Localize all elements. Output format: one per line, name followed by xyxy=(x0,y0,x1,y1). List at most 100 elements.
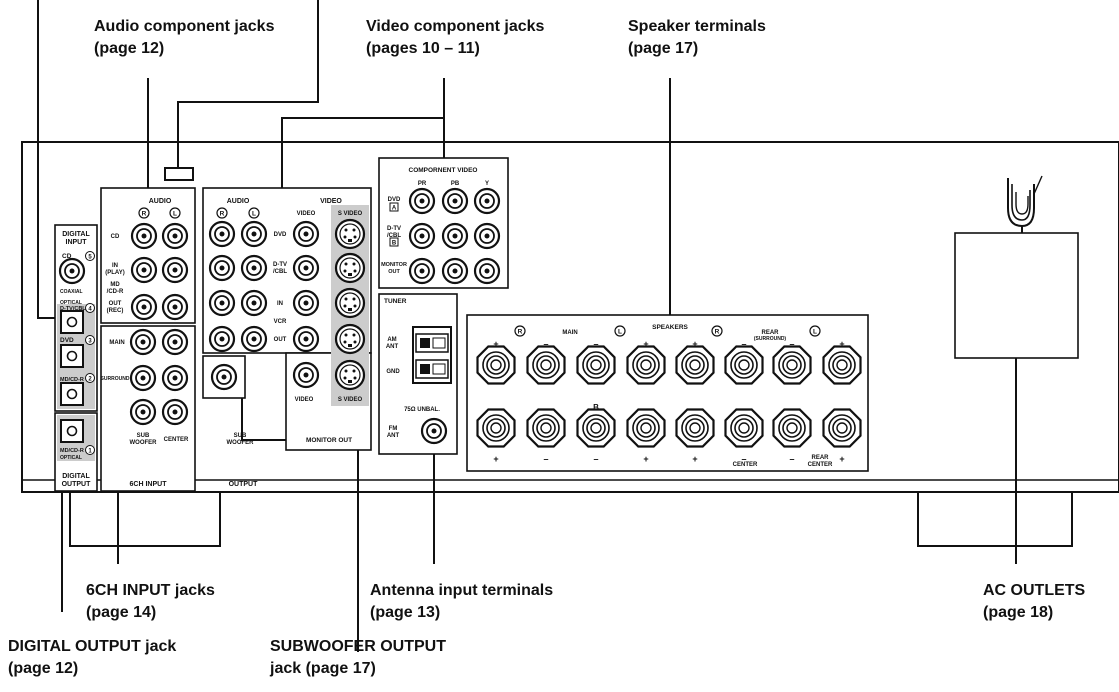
speakers-row-b: B xyxy=(593,403,599,412)
tuner-section: TUNER AM ANT GND 75Ω UNBAL. FM ANT xyxy=(378,293,458,455)
tuner-am-1: AM xyxy=(387,337,396,343)
speakers-rear-r: R xyxy=(715,329,720,336)
speaker-terminal-b-5 xyxy=(675,408,715,448)
audio-l: L xyxy=(173,211,177,218)
digital-input-section: DIGITAL INPUT CD 5 COAXIAL OPTICAL D-TV/… xyxy=(54,224,98,412)
component-pb: PB xyxy=(451,181,460,187)
audio-in-2: (PLAY) xyxy=(105,270,124,276)
audio-in-1: IN xyxy=(112,263,118,269)
speaker-sign-top-4: + xyxy=(643,339,648,349)
callout-video-component-page: (pages 10 – 11) xyxy=(366,40,480,57)
audio-section: AUDIO R L CD IN (PLAY) MD /CD-R OUT (REC… xyxy=(100,187,196,324)
six-ch-sub-2: WOOFER xyxy=(130,440,158,446)
callout-ac-outlets-page: (page 18) xyxy=(983,604,1054,621)
callout-subwoofer-output: SUBWOOFER OUTPUT jack (page 17) xyxy=(270,636,446,680)
speaker-terminal-a-2 xyxy=(526,345,566,385)
ac-outlet-section xyxy=(954,175,1079,359)
speakers-rear-center-1: REAR xyxy=(811,455,829,461)
callout-six-ch-input: 6CH INPUT jacks (page 14) xyxy=(86,580,215,624)
digital-output-section: MD/CD-R 1 OPTICAL DIGITAL OUTPUT xyxy=(54,412,98,492)
leader-lines xyxy=(37,0,1017,652)
speaker-sign-bottom-4: + xyxy=(643,454,648,464)
speaker-sign-bottom-3: – xyxy=(593,454,598,464)
av-video-col: VIDEO xyxy=(297,211,316,217)
av-video-header: VIDEO xyxy=(320,198,342,205)
callout-digital-output-title: DIGITAL OUTPUT jack xyxy=(8,638,177,655)
tuner-gnd: GND xyxy=(386,369,400,375)
speaker-sign-top-2: – xyxy=(543,339,548,349)
digital-output-optical-label: OPTICAL xyxy=(60,455,82,461)
optical-jack-md xyxy=(60,382,84,406)
speaker-sign-bottom-2: – xyxy=(543,454,548,464)
speaker-sign-bottom-8: + xyxy=(839,454,844,464)
six-ch-footer: 6CH INPUT xyxy=(130,481,168,488)
digital-input-num-5: 5 xyxy=(88,255,92,261)
speakers-rear-l: L xyxy=(813,329,817,336)
speaker-sign-top-1: + xyxy=(493,339,498,349)
audio-r: R xyxy=(142,211,147,218)
av-in: IN xyxy=(277,301,283,307)
callout-antenna-title: Antenna input terminals xyxy=(370,582,554,599)
speaker-sign-top-6: – xyxy=(741,339,746,349)
speaker-sign-top-3: – xyxy=(593,339,598,349)
tuner-fm-1: FM xyxy=(389,426,398,432)
component-pr: PR xyxy=(418,181,427,187)
callout-audio-component-title: Audio component jacks xyxy=(94,18,275,35)
audio-md-2: /CD-R xyxy=(107,289,124,295)
fm-antenna-jack xyxy=(420,417,448,445)
speaker-terminal-a-6 xyxy=(724,345,764,385)
av-r: R xyxy=(220,211,225,218)
speaker-sign-top-5: + xyxy=(692,339,697,349)
speaker-sign-bottom-1: + xyxy=(493,454,498,464)
optical-output-jack xyxy=(60,419,84,443)
six-ch-sub-1: SUB xyxy=(137,433,150,439)
tuner-am-2: ANT xyxy=(386,344,399,350)
tuner-header: TUNER xyxy=(384,298,407,305)
speaker-terminal-b-2 xyxy=(526,408,566,448)
digital-output-num-1: 1 xyxy=(88,449,92,455)
speaker-terminal-b-4 xyxy=(626,408,666,448)
av-dvd: DVD xyxy=(274,232,287,238)
coaxial-jack xyxy=(58,257,86,285)
audio-cd: CD xyxy=(111,234,120,240)
speaker-terminal-a-1 xyxy=(476,345,516,385)
component-dtv-2: /CBL xyxy=(387,233,401,239)
dvd-optical-label: DVD xyxy=(60,337,74,344)
component-monitor-1: MONITOR xyxy=(381,262,407,268)
tuner-unbal: 75Ω UNBAL. xyxy=(404,407,440,413)
speaker-sign-bottom-5: + xyxy=(692,454,697,464)
speakers-center: CENTER xyxy=(733,462,758,468)
component-badge-b: B xyxy=(392,241,397,247)
audio-header: AUDIO xyxy=(149,198,172,205)
callout-digital-output: DIGITAL OUTPUT jack (page 12) xyxy=(8,636,176,680)
digital-input-cd-label: CD xyxy=(62,253,72,260)
speaker-sign-top-8: + xyxy=(839,339,844,349)
audio-md-1: MD xyxy=(110,282,120,288)
component-video-section: COMPORNENT VIDEO PR PB Y DVD A D-TV /CBL… xyxy=(378,157,509,289)
digital-input-header-1: DIGITAL xyxy=(62,231,90,238)
digital-input-header-2: INPUT xyxy=(66,239,88,246)
speaker-terminal-a-5 xyxy=(675,345,715,385)
component-video-header: COMPORNENT VIDEO xyxy=(409,167,478,174)
optical-jack-dvd xyxy=(60,344,84,368)
digital-input-num-3: 3 xyxy=(88,339,92,345)
tuner-fm-2: ANT xyxy=(387,433,400,439)
callout-ac-outlets-title: AC OUTLETS xyxy=(983,582,1086,599)
speaker-section: SPEAKERS MAIN REAR (SURROUND) R L R L A … xyxy=(466,314,869,472)
output-sub-1: SUB xyxy=(234,433,247,439)
digital-output-footer-1: DIGITAL xyxy=(62,473,90,480)
av-video-bottom: VIDEO xyxy=(295,397,314,403)
callout-six-ch-input-title: 6CH INPUT jacks xyxy=(86,582,215,599)
callout-antenna: Antenna input terminals (page 13) xyxy=(370,580,553,624)
callout-digital-output-page: (page 12) xyxy=(8,660,79,677)
coaxial-label: COAXIAL xyxy=(60,289,83,295)
callout-subwoofer-output-title: SUBWOOFER OUTPUT xyxy=(270,638,446,655)
six-ch-main: MAIN xyxy=(109,340,124,346)
speakers-main-r: R xyxy=(518,329,523,336)
dtv-cbl-label: D-TV/CBL xyxy=(60,306,86,312)
md-cdr-label: MD/CD-R xyxy=(60,377,84,383)
speakers-rear-1: REAR xyxy=(761,330,779,336)
output-sub-2: WOOFER xyxy=(227,440,255,446)
speaker-terminal-b-8 xyxy=(822,408,862,448)
output-footer: OUTPUT xyxy=(229,481,259,488)
